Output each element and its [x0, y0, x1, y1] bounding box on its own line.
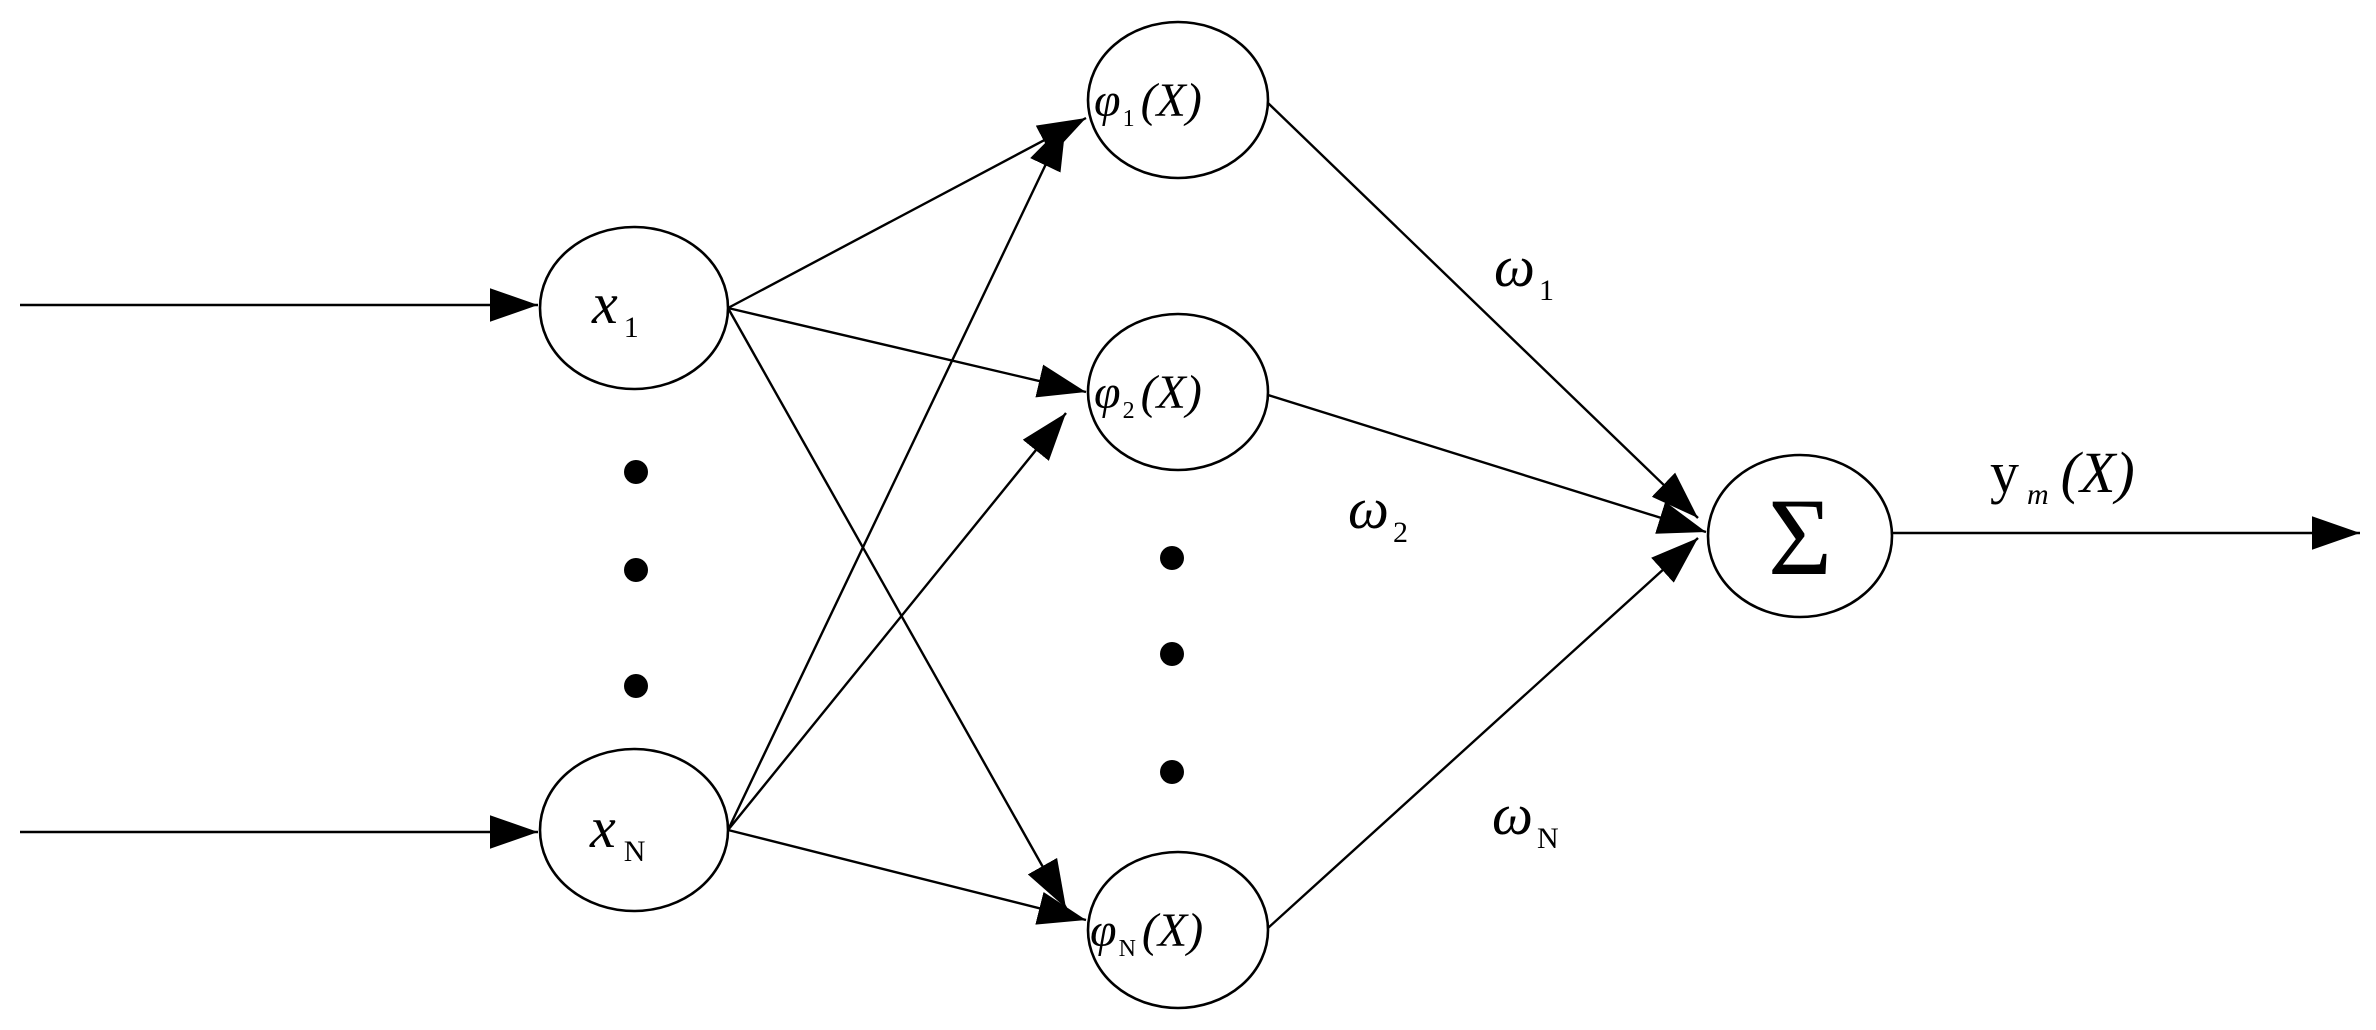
hidden-node-phin [1086, 850, 1270, 1010]
hidden-ellipsis-dot [1160, 760, 1184, 784]
hidden-ellipsis-dot [1160, 546, 1184, 570]
input-node-x1 [538, 225, 730, 391]
hidden-label-phi2: φ2(X) [1094, 366, 1202, 424]
edge-xn-phin [727, 828, 1087, 925]
hidden-ellipsis-dot [1160, 642, 1184, 666]
edge-xn-phi1 [726, 121, 1068, 831]
hidden-node-phi2 [1086, 312, 1270, 472]
edge-x1-phi2 [727, 306, 1087, 398]
sum-node [1706, 453, 1894, 619]
input-ellipsis-dot [624, 674, 648, 698]
edge-x1-phi1 [727, 116, 1087, 310]
hidden-node-phi1 [1086, 20, 1270, 180]
input-ellipsis-dot [624, 558, 648, 582]
edge-x1-phin [726, 307, 1068, 909]
sum-symbol: Σ [1768, 476, 1832, 598]
hidden-label-phi1: φ1(X) [1094, 74, 1202, 132]
edge-phin-sum [1267, 537, 1699, 929]
input-ellipsis-dot [624, 460, 648, 484]
hidden-label-phin: φN(X) [1090, 904, 1203, 962]
edge-phi2-sum [1267, 393, 1707, 534]
edge-xn-phi2 [727, 412, 1067, 831]
input-node-xn [538, 747, 730, 913]
edge-phi1-sum [1267, 102, 1699, 519]
